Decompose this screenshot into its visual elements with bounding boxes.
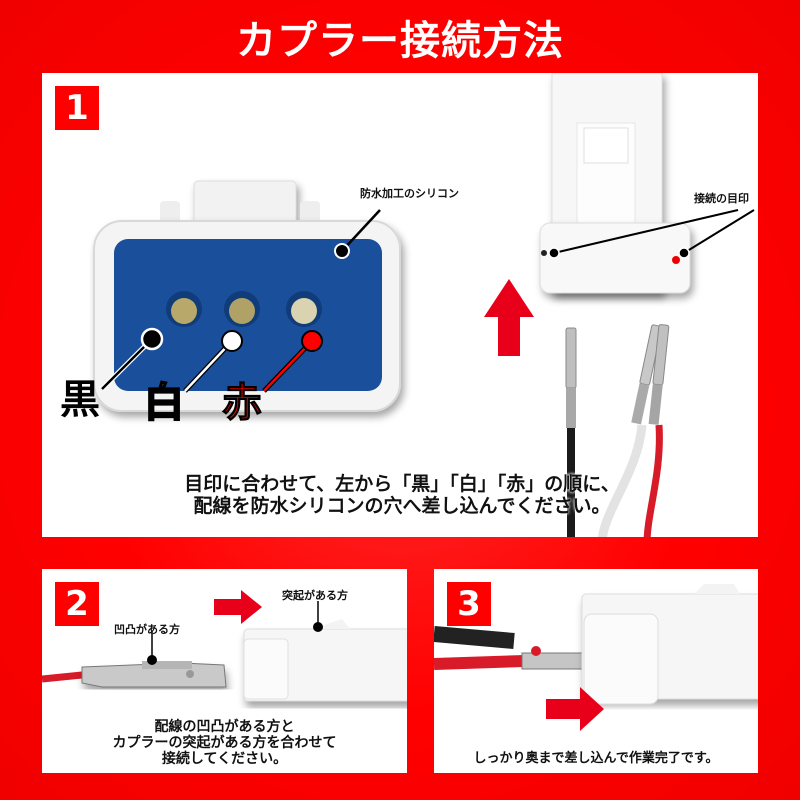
- wire-ridge-label: 凹凸がある方: [114, 623, 180, 636]
- caption-line: 接続してください。: [161, 751, 288, 767]
- caption-line: 配線を防水シリコンの穴へ差し込んでください。: [193, 495, 611, 517]
- caption-line: 目印に合わせて、左から「黒」「白」「赤」の順に、: [184, 473, 620, 495]
- up-arrow-icon: [484, 279, 534, 356]
- page-title: カプラー接続方法: [236, 18, 564, 64]
- connection-marker-label: 接続の目印: [694, 192, 749, 205]
- step-1-panel: 1: [42, 73, 758, 537]
- caption-line: カプラーの突起がある方を合わせて: [112, 735, 337, 751]
- caption-line: 配線の凹凸がある方と: [154, 719, 295, 735]
- wire-label-red: 赤: [222, 380, 263, 426]
- step-3-caption: しっかり奥まで差し込んで作業完了です。: [473, 751, 719, 766]
- step-number-badge: 1: [55, 86, 99, 130]
- step-1-caption: 目印に合わせて、左から「黒」「白」「赤」の順に、 配線を防水シリコンの穴へ差し込…: [152, 473, 652, 517]
- step-3-panel: 3 しっかり奥まで差し込んで作業完了です。: [434, 569, 758, 773]
- wire-label-black: 黒: [60, 377, 100, 423]
- coupler-protrusion-label: 突起がある方: [282, 589, 348, 602]
- right-arrow-icon: [214, 590, 262, 624]
- connector-front-illustration: [93, 73, 755, 537]
- step-2-caption: 配線の凹凸がある方と カプラーの突起がある方を合わせて 接続してください。: [42, 719, 407, 767]
- wire-and-coupler-illustration: [42, 590, 407, 702]
- right-arrow-icon: [546, 687, 604, 731]
- step-number-badge: 2: [55, 582, 99, 626]
- silicone-label: 防水加工のシリコン: [360, 187, 459, 200]
- inserted-connector-illustration: [434, 584, 758, 731]
- step-number-badge: 3: [447, 582, 491, 626]
- wire-label-white: 白: [143, 380, 185, 426]
- step-2-panel: 2 凹凸がある方 突起がある方 配線の凹凸がある方と カプラーの突起がある方を合…: [42, 569, 407, 773]
